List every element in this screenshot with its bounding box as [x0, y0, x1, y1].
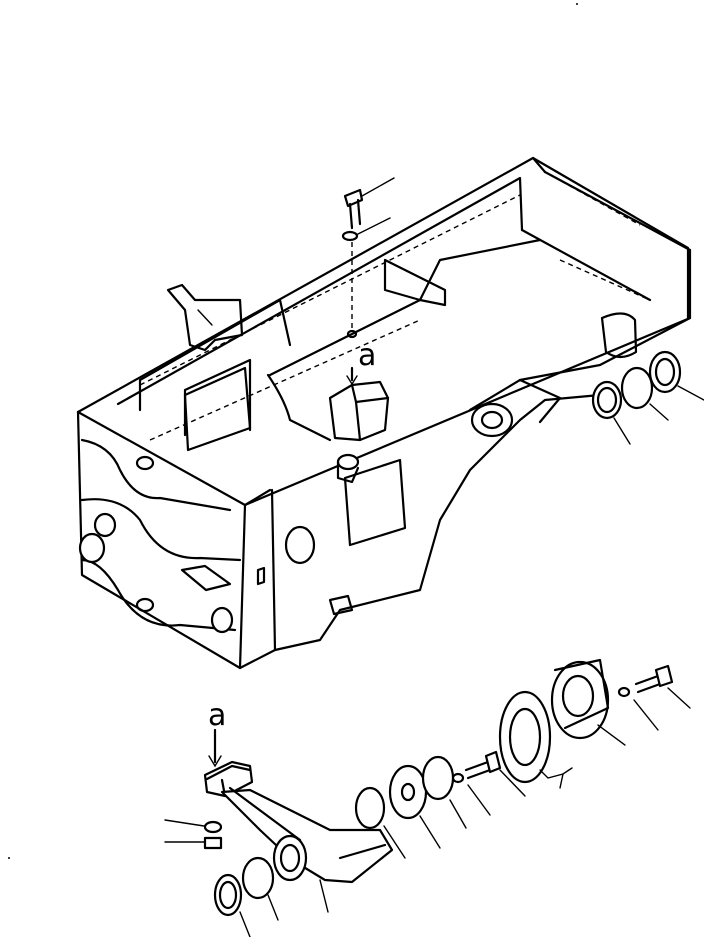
mount-block-upper [328, 380, 390, 484]
mark-dot [576, 3, 578, 5]
disc-stack [354, 755, 467, 859]
bolt-lower [451, 750, 526, 816]
bearing-housing [550, 658, 626, 746]
flange-plate [498, 690, 573, 789]
nut-washer-lower [164, 819, 223, 850]
seal-set-lower [213, 856, 329, 937]
main-frame [76, 156, 692, 670]
view-label-lower: a [208, 698, 226, 733]
seal-set-upper [591, 350, 704, 445]
bolt-upper [341, 177, 395, 339]
bolt-right [617, 664, 691, 731]
mount-bracket-lower [203, 760, 394, 884]
view-label-upper: a [358, 338, 376, 373]
mark-dot [8, 857, 10, 859]
